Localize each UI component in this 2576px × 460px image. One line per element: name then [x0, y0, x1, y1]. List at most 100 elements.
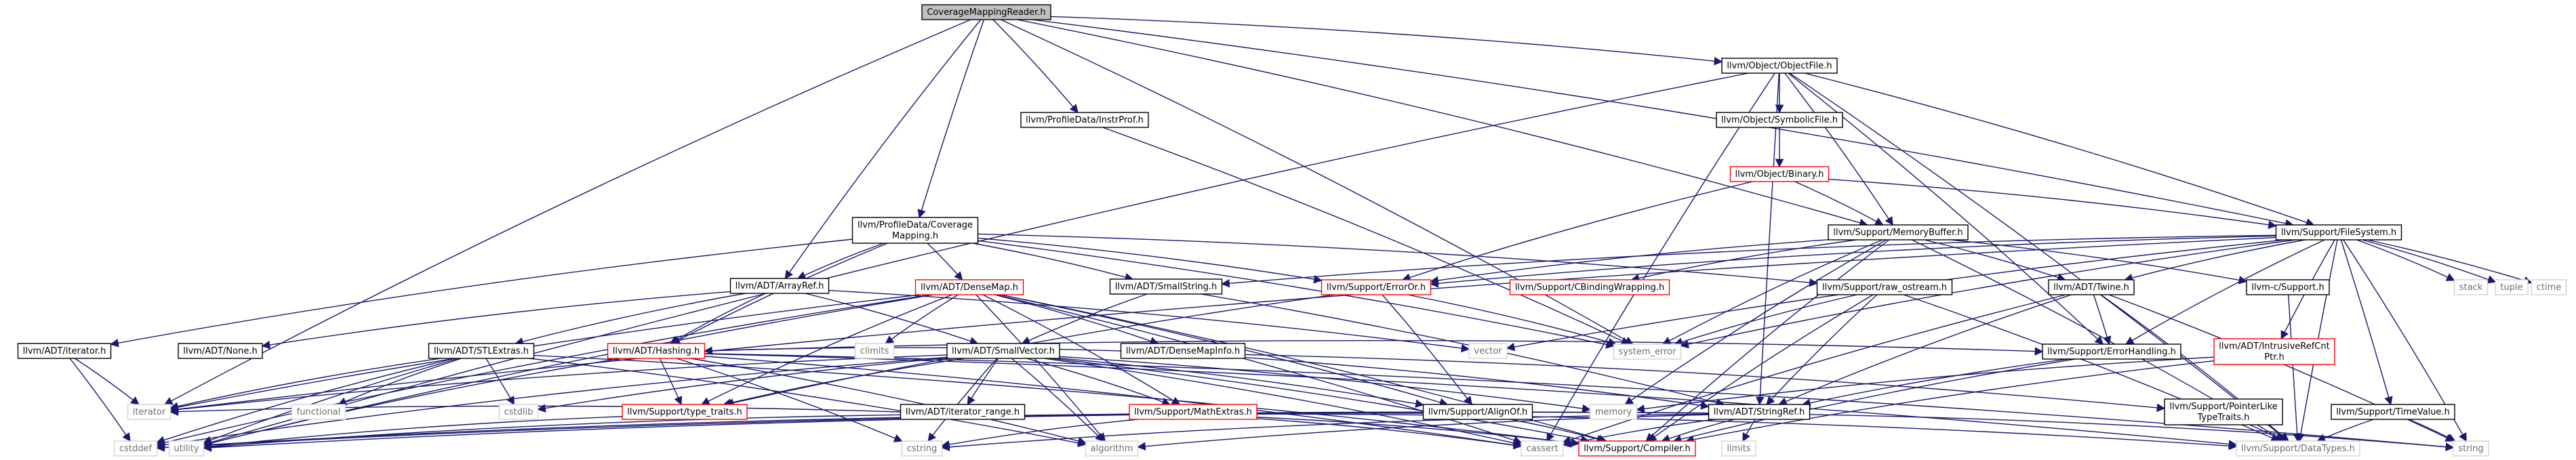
node-filesystem[interactable]: llvm/Support/FileSystem.h — [2275, 224, 2402, 241]
node-membuf[interactable]: llvm/Support/MemoryBuffer.h — [1828, 224, 1969, 241]
node-label: llvm/Support/PointerLike — [2169, 402, 2277, 412]
node-box — [168, 440, 205, 457]
node-alignof[interactable]: llvm/Support/AlignOf.h — [1422, 404, 1533, 420]
node-box — [291, 404, 346, 420]
node-label: llvm/Support/FileSystem.h — [2281, 228, 2396, 238]
node-densemap[interactable]: llvm/ADT/DenseMap.h — [914, 279, 1024, 295]
edge-objfile-to-errorhandling — [1788, 72, 2104, 345]
node-box — [921, 4, 1051, 20]
node-box — [1729, 166, 1830, 182]
node-symbolicfile[interactable]: llvm/Object/SymbolicFile.h — [1716, 112, 1843, 128]
node-label: TypeTraits.h — [2196, 413, 2249, 423]
edge-smallvector-to-algorithm — [1011, 358, 1104, 442]
node-label: cstring — [907, 444, 937, 454]
edge-hashing-to-errorhandling — [704, 340, 2044, 356]
node-label: cstddef — [119, 444, 153, 454]
node-covmap[interactable]: llvm/ProfileData/CoverageMapping.h — [851, 217, 979, 244]
node-box — [851, 217, 979, 244]
node-instrprof[interactable]: llvm/ProfileData/InstrProf.h — [1020, 112, 1149, 128]
node-erroror[interactable]: llvm/Support/ErrorOr.h — [1321, 279, 1432, 295]
edge-root-to-instrprof — [992, 19, 1079, 113]
node-box — [854, 343, 895, 359]
node-box — [1509, 279, 1670, 295]
node-densemapinfo[interactable]: llvm/ADT/DenseMapInfo.h — [1120, 343, 1246, 359]
node-algorithm: algorithm — [1085, 440, 1139, 457]
edge-root-to-system_error — [1001, 19, 1634, 345]
edge-filesystem-to-erroror — [1430, 235, 2276, 288]
edge-densemap-to-climits — [885, 294, 959, 344]
edge-filesystem-to-iterator — [169, 236, 2276, 414]
edge-errorhandling-to-compiler — [1672, 358, 2076, 444]
node-box — [1816, 279, 1953, 295]
node-label: vector — [1474, 346, 1502, 356]
edge-root-to-objfile — [1050, 16, 1723, 66]
node-box — [113, 440, 158, 457]
node-none[interactable]: llvm/ADT/None.h — [178, 343, 263, 359]
node-binary[interactable]: llvm/Object/Binary.h — [1729, 166, 1830, 182]
node-label: llvm/ProfileData/InstrProf.h — [1026, 115, 1144, 125]
edge-binary-to-filesystem — [1828, 178, 2277, 229]
node-box — [2453, 279, 2489, 295]
node-label: climits — [860, 346, 889, 356]
node-label: memory — [1595, 407, 1632, 417]
node-label: llvm/Object/SymbolicFile.h — [1721, 115, 1838, 125]
node-stringref[interactable]: llvm/ADT/StringRef.h — [1708, 404, 1811, 420]
node-iteratorh[interactable]: llvm/ADT/iterator.h — [17, 343, 112, 359]
edge-arrayref-to-smallvector — [805, 293, 979, 346]
node-twine[interactable]: llvm/ADT/Twine.h — [2048, 279, 2135, 295]
node-iterrange[interactable]: llvm/ADT/iterator_range.h — [900, 404, 1026, 420]
edge-stringref-to-compiler — [1661, 419, 1735, 443]
node-root[interactable]: CoverageMappingReader.h — [921, 4, 1051, 20]
node-arrayref[interactable]: llvm/ADT/ArrayRef.h — [729, 278, 830, 294]
node-mathextras[interactable]: llvm/Support/MathExtras.h — [1129, 404, 1257, 420]
node-label: Mapping.h — [892, 231, 938, 241]
node-box — [2453, 440, 2489, 457]
node-box — [2331, 404, 2455, 420]
edge-arrayref-to-stlextras — [515, 293, 746, 346]
node-smallvector[interactable]: llvm/ADT/SmallVector.h — [946, 343, 1060, 359]
edge-iteratorh-to-iterator — [74, 358, 140, 405]
node-stlextras[interactable]: llvm/ADT/STLExtras.h — [428, 343, 535, 359]
node-label: algorithm — [1091, 444, 1133, 454]
edge-objfile-to-utility — [203, 72, 1749, 446]
edge-filesystem-to-system_error — [1680, 239, 2296, 349]
node-smallstring[interactable]: llvm/ADT/SmallString.h — [1109, 278, 1223, 295]
node-box — [1716, 112, 1843, 128]
edges-layer — [69, 16, 2533, 453]
node-label: llvm/Support/ErrorHandling.h — [2047, 347, 2176, 357]
edge-membuf-to-cbinding — [1630, 239, 1857, 283]
node-box — [17, 343, 112, 359]
node-errorhandling[interactable]: llvm/Support/ErrorHandling.h — [2042, 343, 2181, 360]
edge-smallvector-to-typetraits — [723, 358, 965, 407]
node-datatypes: llvm/Support/DataTypes.h — [2236, 440, 2360, 457]
node-box — [607, 343, 706, 359]
node-typetraits[interactable]: llvm/Support/type_traits.h — [622, 404, 748, 420]
node-label: stack — [2459, 283, 2483, 293]
edge-densemapinfo-to-stringref — [1245, 356, 1710, 410]
node-objfile[interactable]: llvm/Object/ObjectFile.h — [1721, 58, 1838, 74]
node-csupport[interactable]: llvm-c/Support.h — [2246, 279, 2330, 295]
node-label: llvm-c/Support.h — [2251, 283, 2325, 293]
node-box — [2246, 279, 2330, 295]
edge-smallvector-to-cstring — [927, 358, 998, 442]
edge-membuf-to-erroror — [1430, 239, 1829, 285]
edge-densemapinfo-to-pointerlike — [1245, 354, 2166, 413]
edge-rawostream-to-system_error — [1674, 294, 1857, 346]
node-label: iterator — [133, 407, 166, 417]
node-box — [498, 404, 539, 420]
node-label: llvm/ADT/Hashing.h — [613, 346, 700, 356]
edge-smallvector-to-memory — [1059, 356, 1591, 413]
edge-hashing-to-datatypes — [704, 353, 2238, 448]
node-rawostream[interactable]: llvm/Support/raw_ostream.h — [1816, 279, 1953, 295]
node-hashing[interactable]: llvm/ADT/Hashing.h — [607, 343, 706, 359]
node-utility: utility — [168, 440, 205, 457]
node-compiler[interactable]: llvm/Support/Compiler.h — [1578, 440, 1696, 457]
edge-hashing-to-string — [704, 353, 2455, 451]
node-timevalue[interactable]: llvm/Support/TimeValue.h — [2331, 404, 2455, 420]
node-label: llvm/ADT/SmallString.h — [1115, 282, 1217, 292]
node-cbinding[interactable]: llvm/Support/CBindingWrapping.h — [1509, 279, 1670, 295]
edge-stlextras-to-algorithm — [529, 358, 1087, 448]
